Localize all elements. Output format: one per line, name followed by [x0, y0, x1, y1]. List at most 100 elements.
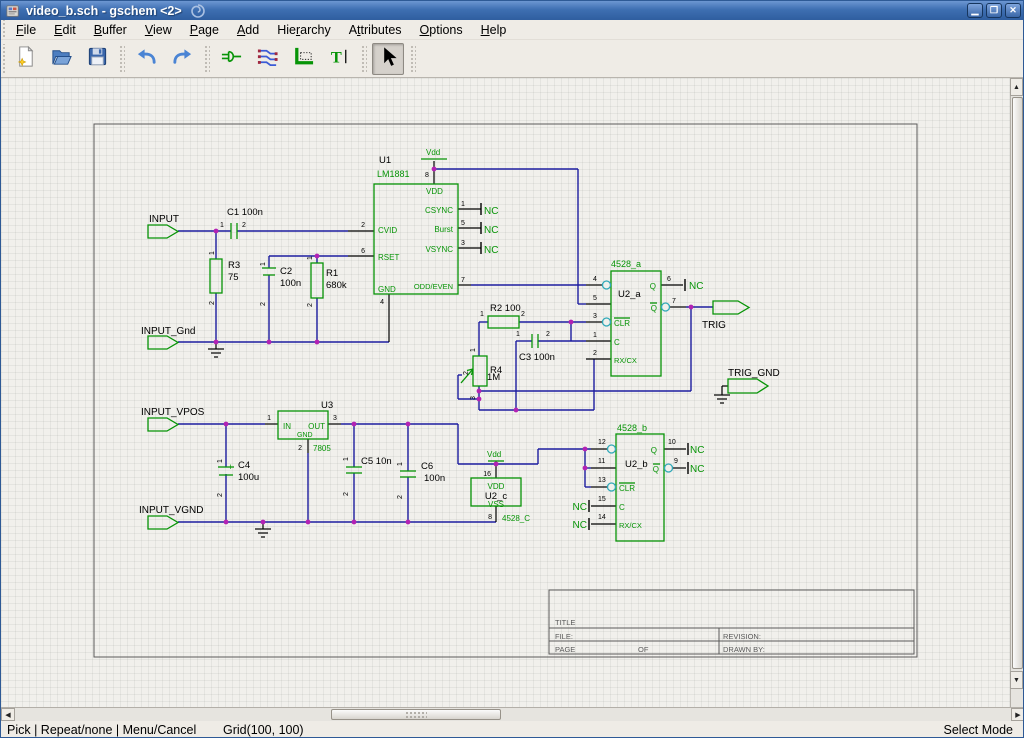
schematic-text: 3 [461, 240, 465, 247]
schematic-text: U2_a [618, 289, 641, 300]
scroll-right-button[interactable]: ▶ [1011, 708, 1024, 721]
component-box[interactable] [488, 316, 519, 328]
bus-icon [292, 45, 315, 73]
schematic-text: 2 [397, 495, 404, 499]
horizontal-scrollbar[interactable]: ◀ ▶ [1, 707, 1024, 721]
busy-spinner-icon [190, 3, 206, 19]
junction-dot [569, 320, 574, 325]
toolbar-button-open[interactable] [45, 43, 77, 75]
titlebar: video_b.sch - gschem <2> ▁ ❐ ✕ [1, 1, 1024, 20]
component-box[interactable] [374, 184, 458, 294]
junction-dot [315, 340, 320, 345]
menu-item-hierarchy[interactable]: Hierarchy [268, 21, 340, 39]
schematic-text: C3 100n [519, 352, 555, 363]
schematic-text: IN [283, 422, 291, 431]
schematic-text: 100n [424, 473, 445, 484]
port-symbol[interactable] [713, 301, 749, 314]
schematic-text: 2 [260, 302, 267, 306]
schematic-text: 1 [480, 311, 484, 318]
schematic-text: 1 [397, 462, 404, 466]
menu-item-attributes[interactable]: Attributes [340, 21, 411, 39]
new-icon [14, 45, 37, 73]
schematic-text: 1 [516, 331, 520, 338]
component-box[interactable] [311, 263, 323, 298]
schematic-text: Q [650, 282, 656, 291]
toolbar-button-select[interactable] [372, 43, 404, 75]
schematic-text: PAGE [555, 645, 575, 654]
maximize-button[interactable]: ❐ [986, 3, 1002, 18]
minimize-button[interactable]: ▁ [967, 3, 983, 18]
vertical-scrollbar[interactable]: ▲ ▼ [1010, 78, 1023, 707]
schematic-text: 1 [343, 457, 350, 461]
schematic-canvas[interactable]: INPUTINPUT_GndINPUT_VPOSINPUT_VGNDTRIGTR… [1, 78, 1012, 707]
port-symbol[interactable] [148, 418, 178, 431]
port-symbol[interactable] [148, 336, 178, 349]
schematic-text: 8 [488, 514, 492, 521]
schematic-text: U2_b [625, 459, 648, 470]
schematic-text: 2 [343, 492, 350, 496]
schematic-text: 1 [209, 251, 216, 255]
schematic-text: C4 [238, 460, 250, 471]
component-box[interactable] [210, 259, 222, 293]
toolbar-button-save[interactable] [81, 43, 113, 75]
toolbar-button-component[interactable] [215, 43, 247, 75]
window-title: video_b.sch - gschem <2> [26, 4, 182, 18]
schematic-text: NC [484, 245, 498, 256]
schematic-text: 8 [425, 172, 429, 179]
horizontal-scroll-thumb[interactable] [331, 709, 501, 720]
schematic-text: NC [690, 445, 704, 456]
menu-item-file[interactable]: File [7, 21, 45, 39]
schematic-text: CVID [378, 226, 397, 235]
port-symbol[interactable] [148, 516, 178, 529]
menu-item-page[interactable]: Page [181, 21, 228, 39]
svg-text:T: T [330, 47, 341, 66]
toolbar-button-text[interactable]: T [323, 43, 355, 75]
schematic-text: 100n [280, 278, 301, 289]
menu-item-buffer[interactable]: Buffer [85, 21, 136, 39]
schematic-text: 4 [593, 276, 597, 283]
toolbar-separator [409, 44, 416, 74]
junction-dot [583, 466, 588, 471]
toolbar-button-redo[interactable] [166, 43, 198, 75]
menu-item-add[interactable]: Add [228, 21, 268, 39]
toolbar-button-undo[interactable] [130, 43, 162, 75]
schematic-text: 16 [483, 471, 491, 478]
schematic-text: LM1881 [377, 169, 410, 179]
schematic-text: 3 [593, 313, 597, 320]
schematic-text: 2 [242, 222, 246, 229]
schematic-text: 680k [326, 280, 347, 291]
schematic-text: CLR [619, 484, 635, 493]
scroll-up-button[interactable]: ▲ [1010, 78, 1023, 96]
schematic-text: NC [484, 206, 498, 217]
schematic-text: DRAWN BY: [723, 645, 765, 654]
schematic-text: NC [573, 502, 587, 513]
menu-item-help[interactable]: Help [472, 21, 516, 39]
schematic-text: Vdd [426, 148, 440, 157]
port-symbol[interactable] [148, 225, 178, 238]
menu-item-edit[interactable]: Edit [45, 21, 85, 39]
component-box[interactable] [473, 356, 487, 386]
schematic-text: INPUT_Gnd [141, 326, 195, 337]
schematic-text: CSYNC [425, 206, 453, 215]
toolbar-button-net[interactable] [251, 43, 283, 75]
close-button[interactable]: ✕ [1005, 3, 1021, 18]
toolbar-button-bus[interactable] [287, 43, 319, 75]
status-grid: Grid(100, 100) [223, 723, 304, 737]
schematic-text: 12 [598, 439, 606, 446]
schematic-text: RSET [378, 253, 399, 262]
schematic-text: 9 [674, 458, 678, 465]
scroll-down-button[interactable]: ▼ [1010, 671, 1023, 689]
scroll-left-button[interactable]: ◀ [1, 708, 15, 721]
status-mode: Select Mode [944, 723, 1013, 737]
toolbar-button-new[interactable] [9, 43, 41, 75]
menu-item-options[interactable]: Options [411, 21, 472, 39]
schematic-text: 10 [668, 439, 676, 446]
schematic-text: 5 [461, 220, 465, 227]
port-symbol[interactable] [728, 379, 768, 393]
vertical-scroll-thumb[interactable] [1012, 97, 1023, 669]
schematic-text: VSYNC [425, 245, 453, 254]
menu-item-view[interactable]: View [136, 21, 181, 39]
schematic-text: R2 100 [490, 303, 521, 314]
schematic-text: 1 [593, 332, 597, 339]
junction-dot [494, 462, 499, 467]
